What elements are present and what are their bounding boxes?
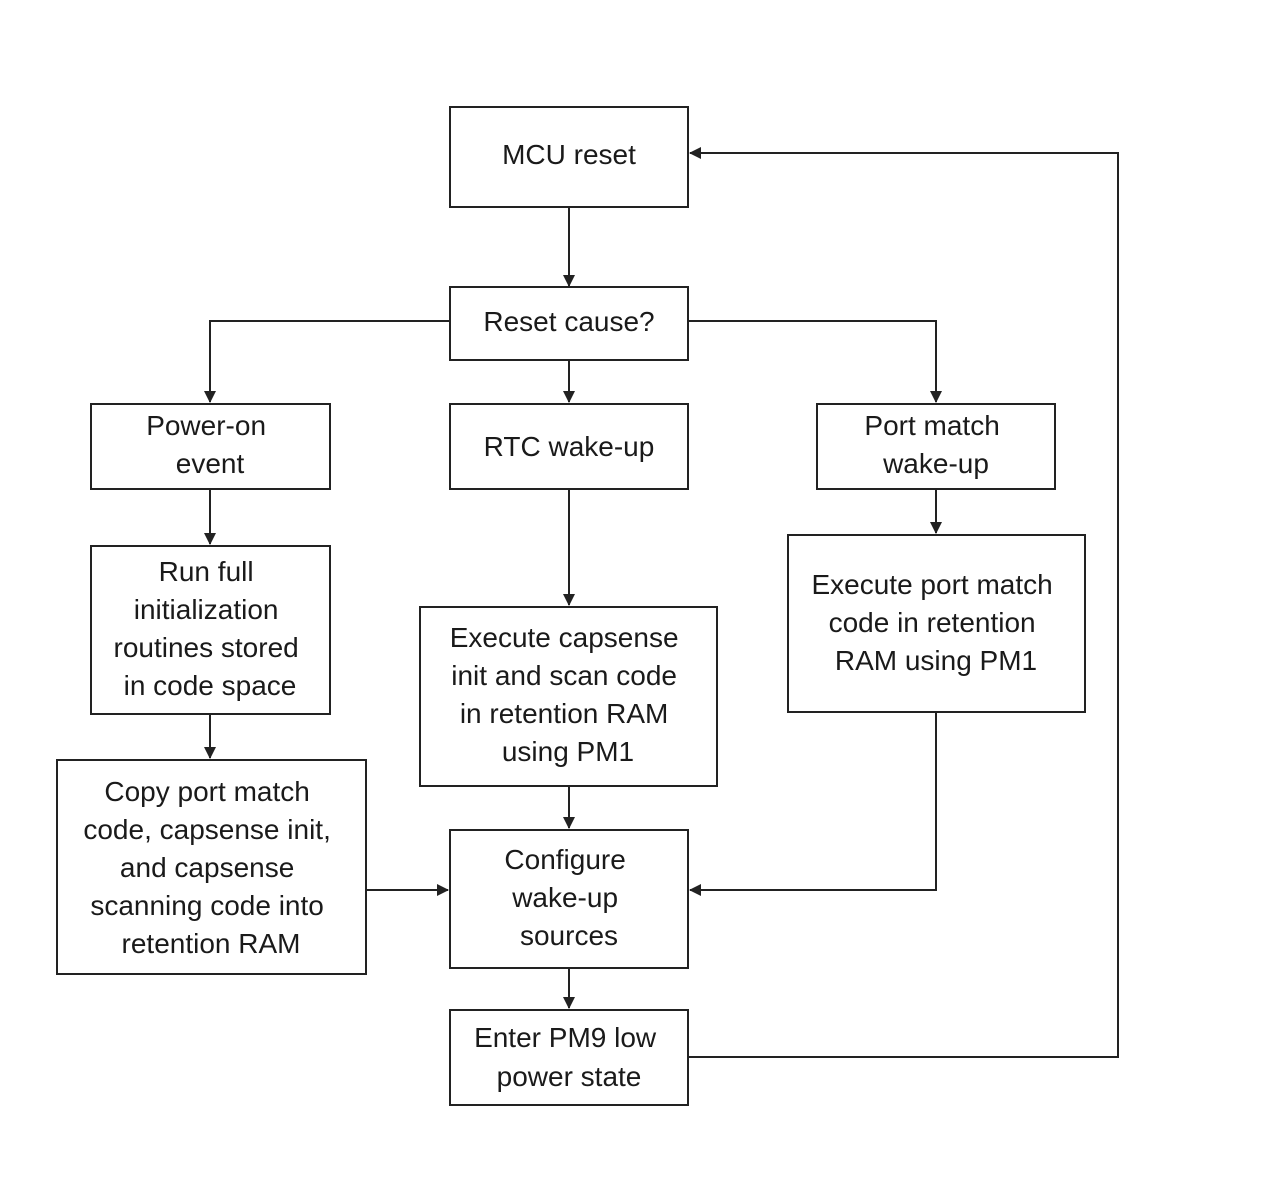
edge-exec-port-match-to-configure-wakeup	[689, 712, 937, 896]
node-copy-code-label: Copy port match code, capsense init, and…	[83, 776, 338, 959]
node-copy-code: Copy port match code, capsense init, and…	[56, 759, 367, 975]
node-configure-wakeup: Configure wake-up sources	[449, 829, 689, 969]
node-enter-pm9: Enter PM9 low power state	[449, 1009, 689, 1106]
node-exec-capsense-label: Execute capsense init and scan code in r…	[450, 622, 687, 767]
node-power-on-event: Power-on event	[90, 403, 331, 490]
node-rtc-wakeup: RTC wake-up	[449, 403, 689, 490]
node-enter-pm9-label: Enter PM9 low power state	[474, 1022, 664, 1092]
node-reset-cause: Reset cause?	[449, 286, 689, 361]
node-port-match-wakeup-label: Port match wake-up	[864, 410, 1007, 479]
edge-enter-pm9-to-mcu-reset	[688, 147, 1119, 1058]
node-configure-wakeup-label: Configure wake-up sources	[504, 844, 633, 951]
node-rtc-wakeup-label: RTC wake-up	[484, 431, 655, 462]
node-run-full-init: Run full initialization routines stored …	[90, 545, 331, 715]
edges	[204, 147, 1119, 1058]
node-port-match-wakeup: Port match wake-up	[816, 403, 1056, 490]
node-exec-capsense: Execute capsense init and scan code in r…	[419, 606, 718, 787]
node-reset-cause-label: Reset cause?	[483, 306, 654, 337]
node-mcu-reset-label: MCU reset	[502, 139, 636, 170]
node-power-on-event-label: Power-on event	[146, 410, 274, 479]
node-exec-port-match: Execute port match code in retention RAM…	[787, 534, 1086, 713]
node-mcu-reset: MCU reset	[449, 106, 689, 208]
node-run-full-init-label: Run full initialization routines stored …	[114, 556, 307, 701]
edge-reset-cause-to-power-on	[204, 320, 450, 403]
edge-reset-cause-to-port-match	[688, 320, 942, 403]
node-exec-port-match-label: Execute port match code in retention RAM…	[811, 569, 1060, 676]
